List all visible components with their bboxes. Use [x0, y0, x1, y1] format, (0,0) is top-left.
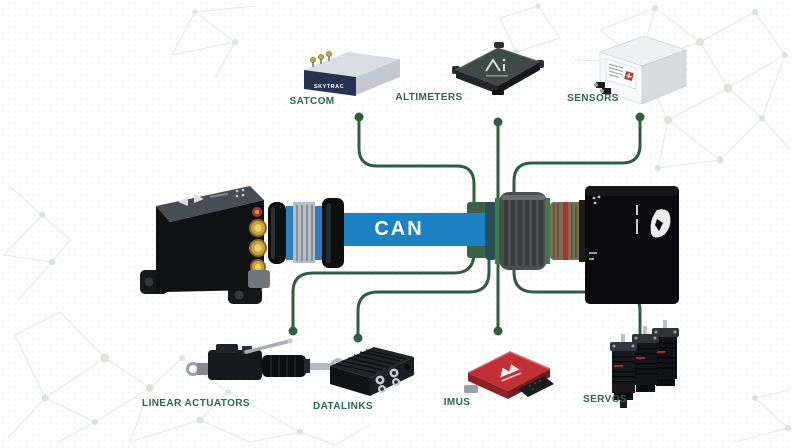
satcom-device: SKYTRAC — [304, 51, 400, 96]
satcom-label: SATCOM — [289, 96, 335, 107]
can-bus-cable: CAN — [316, 213, 492, 246]
right-circular-connector — [485, 192, 585, 270]
imu-logo-icon — [500, 364, 522, 382]
servos-label: SERVOS — [583, 394, 627, 405]
satcom-branch-line — [357, 116, 476, 220]
servos-device — [610, 320, 679, 408]
imus-node-dot — [493, 326, 503, 336]
imus-label: IMUS — [443, 397, 471, 408]
sensors-label: SENSORS — [567, 93, 619, 104]
altimeters-node-dot — [493, 117, 503, 127]
satcom-node-dot — [354, 112, 364, 122]
left-circular-connector — [268, 198, 344, 268]
can-bus-label: CAN — [374, 218, 424, 240]
sensors-node-dot — [635, 112, 645, 122]
linear-actuators-node-dot — [288, 326, 298, 336]
linear-actuators-label: LINEAR ACTUATORS — [142, 398, 250, 409]
datalinks-label: DATALINKS — [313, 401, 373, 412]
altimeters-label: ALTIMETERS — [395, 92, 463, 103]
sensors-device — [594, 35, 688, 105]
satcom-brand-text: SKYTRAC — [314, 84, 344, 90]
datalinks-device — [330, 347, 414, 396]
linear-actuators-branch-line — [291, 238, 476, 330]
linear-actuators-device — [186, 338, 346, 380]
datalinks-branch-line — [356, 243, 491, 337]
sensors-branch-line — [512, 116, 642, 217]
autopilot-left-device — [140, 186, 344, 304]
altimeters-device — [452, 42, 544, 95]
autopilot-right-device — [485, 186, 679, 304]
imus-device — [464, 351, 554, 399]
datalinks-node-dot — [353, 333, 363, 343]
